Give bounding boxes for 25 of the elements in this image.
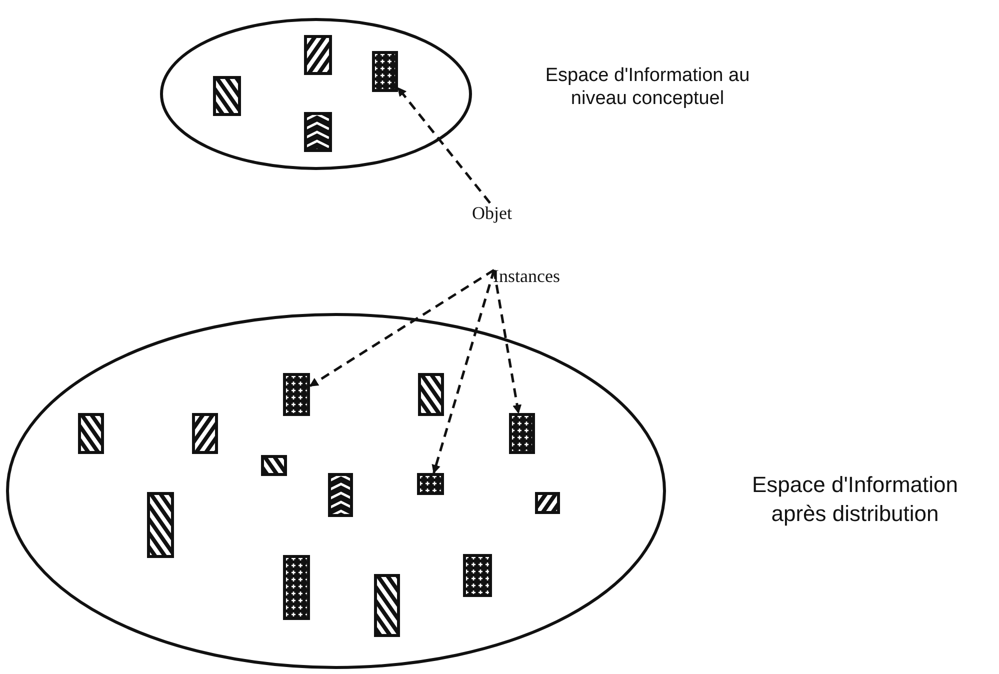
hatched-block bbox=[78, 413, 104, 454]
heading: Espace d'Information au niveau conceptuel bbox=[544, 64, 751, 110]
hatched-block bbox=[417, 473, 444, 495]
hatched-block bbox=[374, 574, 400, 637]
label-text: Objet bbox=[472, 203, 512, 223]
hatched-block bbox=[328, 473, 353, 517]
dashed-arrow bbox=[432, 270, 496, 474]
hatched-block bbox=[147, 492, 174, 558]
hatched-block bbox=[535, 492, 560, 514]
hatched-block bbox=[509, 413, 535, 454]
hatched-block bbox=[304, 35, 332, 75]
hatched-block bbox=[192, 413, 218, 454]
hatched-block bbox=[304, 112, 332, 152]
hatched-block bbox=[283, 373, 310, 416]
dashed-arrow bbox=[309, 268, 495, 388]
hatched-block bbox=[463, 554, 492, 597]
hatched-block bbox=[372, 51, 398, 92]
dashed-arrow bbox=[492, 270, 522, 414]
hatched-block bbox=[261, 455, 287, 476]
hatched-block bbox=[283, 555, 310, 620]
hatched-block bbox=[418, 373, 444, 416]
dashed-arrow bbox=[397, 87, 491, 204]
heading: Espace d'Information après distribution bbox=[751, 471, 959, 528]
label-text: Instances bbox=[493, 266, 560, 286]
hatched-block bbox=[213, 76, 241, 116]
